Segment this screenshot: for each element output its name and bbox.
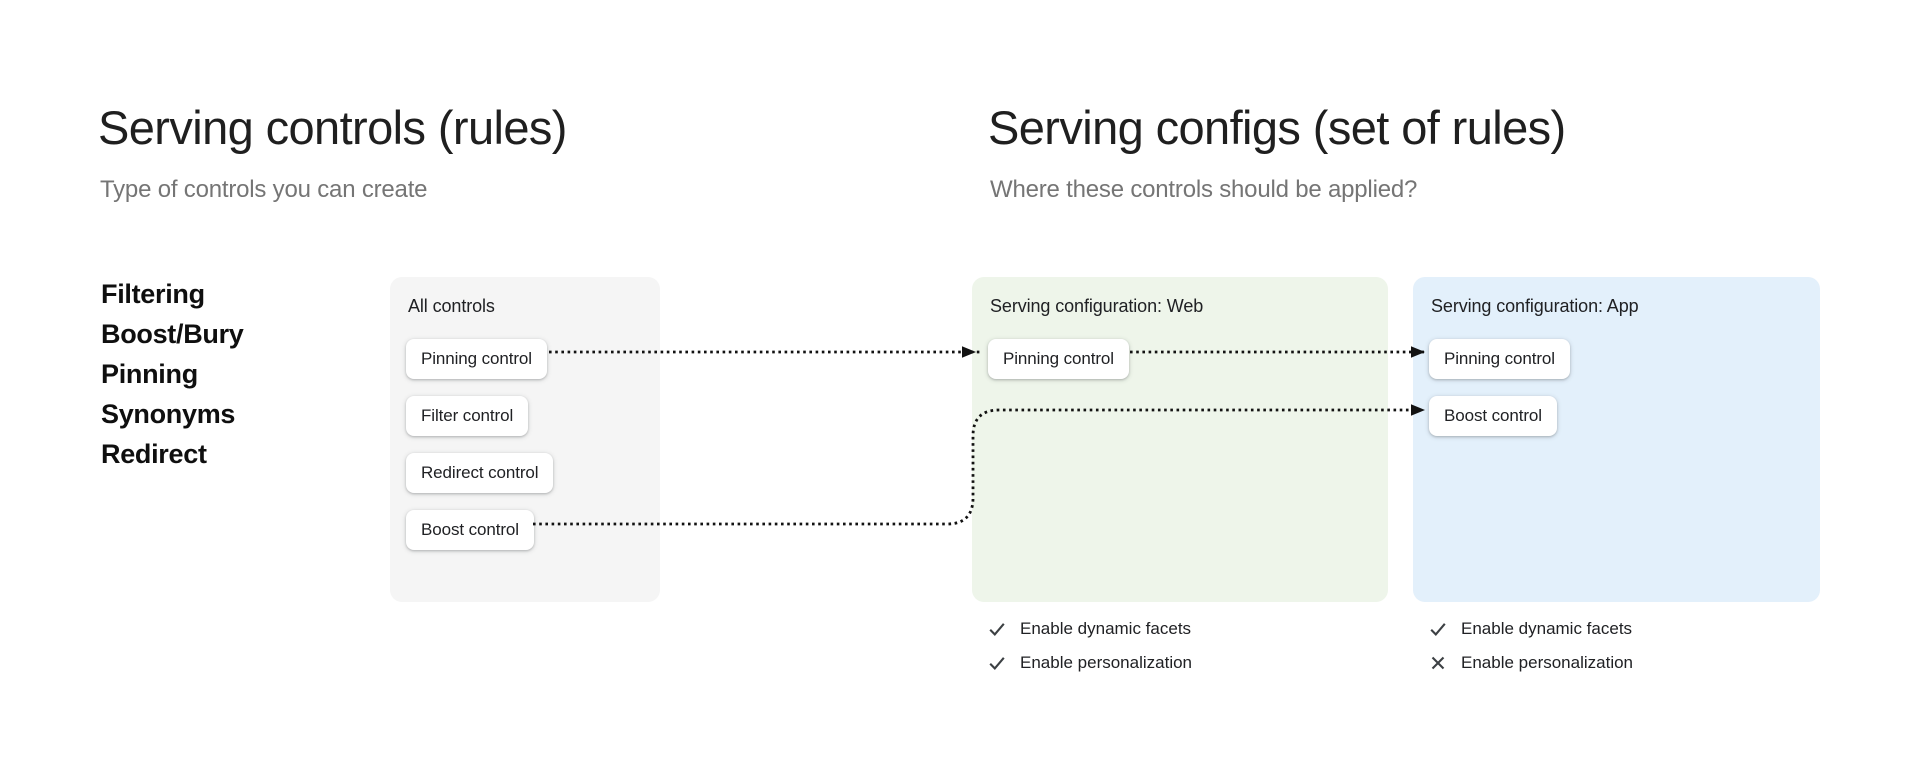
feature-label: Enable dynamic facets (1020, 619, 1192, 638)
feature-label: Enable dynamic facets (1461, 619, 1633, 638)
control-type-list: Filtering Boost/Bury Pinning Synonyms Re… (101, 274, 244, 474)
app-config-panel-label: Serving configuration: App (1431, 296, 1639, 316)
control-type-boost-bury: Boost/Bury (101, 319, 244, 349)
check-icon (1430, 623, 1446, 636)
feature-row: Enable personalization (988, 646, 1192, 680)
pinning-control-chip: Pinning control (406, 339, 547, 379)
web-config-panel: Serving configuration: Web Pinning contr… (972, 277, 1388, 602)
all-controls-panel-label: All controls (408, 296, 495, 316)
web-pinning-control-chip: Pinning control (988, 339, 1129, 379)
app-pinning-control-chip: Pinning control (1429, 339, 1570, 379)
boost-control-chip: Boost control (406, 510, 534, 550)
control-type-filtering: Filtering (101, 279, 205, 309)
filter-control-chip: Filter control (406, 396, 529, 436)
app-boost-control-chip: Boost control (1429, 396, 1557, 436)
check-icon (989, 623, 1005, 636)
serving-controls-subtitle: Type of controls you can create (100, 176, 428, 203)
serving-configs-title: Serving configs (set of rules) (988, 101, 1566, 154)
app-config-features: Enable dynamic facets Enable personaliza… (1429, 612, 1633, 680)
all-controls-panel: All controls Pinning control Filter cont… (390, 277, 660, 602)
feature-row: Enable dynamic facets (1429, 612, 1633, 646)
feature-label: Enable personalization (1020, 653, 1193, 672)
serving-configs-subtitle: Where these controls should be applied? (990, 176, 1418, 203)
feature-row: Enable personalization (1429, 646, 1633, 680)
cross-icon (1431, 656, 1445, 670)
control-type-pinning: Pinning (101, 359, 198, 389)
redirect-control-chip: Redirect control (406, 453, 554, 493)
web-config-features: Enable dynamic facets Enable personaliza… (988, 612, 1192, 680)
serving-controls-title: Serving controls (rules) (98, 101, 567, 154)
feature-label: Enable personalization (1461, 653, 1634, 672)
control-type-synonyms: Synonyms (101, 399, 236, 429)
web-config-panel-label: Serving configuration: Web (990, 296, 1204, 316)
app-config-panel: Serving configuration: App Pinning contr… (1413, 277, 1820, 602)
control-type-redirect: Redirect (101, 439, 207, 469)
check-icon (989, 657, 1005, 670)
feature-row: Enable dynamic facets (988, 612, 1192, 646)
